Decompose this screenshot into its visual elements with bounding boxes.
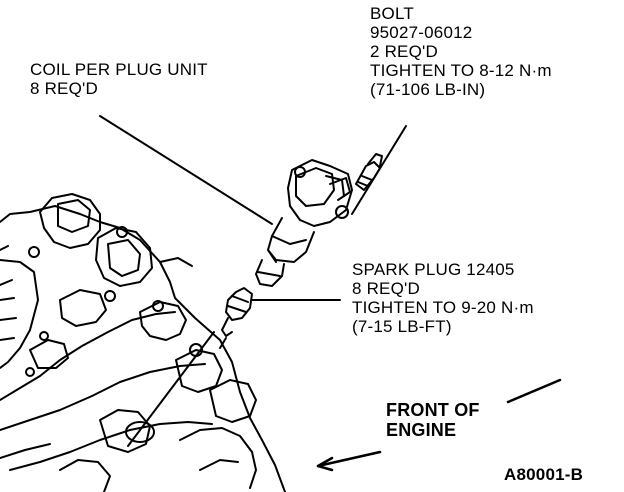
spark-plug-callout: SPARK PLUG 12405 8 REQ'D TIGHTEN TO 9-20…	[352, 260, 534, 336]
bolt-callout: BOLT 95027-06012 2 REQ'D TIGHTEN TO 8-12…	[370, 4, 552, 99]
figure-code-label: A80001-B	[504, 465, 584, 484]
spark-plug-name-label: SPARK PLUG 12405	[352, 260, 515, 279]
spark-plug-part	[219, 287, 253, 349]
coil-name-label: COIL PER PLUG UNIT	[30, 60, 208, 79]
bolt-torque-label: TIGHTEN TO 8-12 N·m	[370, 61, 552, 80]
spark-plug-qty-label: 8 REQ'D	[352, 279, 420, 298]
spark-plug-torque-label: TIGHTEN TO 9-20 N·m	[352, 298, 534, 317]
spark-plug-torque-alt-label: (7-15 LB-FT)	[352, 317, 452, 336]
coil-callout: COIL PER PLUG UNIT 8 REQ'D	[30, 60, 208, 98]
bolt-qty-label: 2 REQ'D	[370, 42, 438, 61]
cylinder-head	[0, 193, 286, 492]
coil-qty-label: 8 REQ'D	[30, 79, 98, 98]
front-of-engine-callout: FRONT OF ENGINE	[386, 400, 480, 440]
bolt-name-label: BOLT	[370, 4, 414, 23]
coil-unit	[255, 159, 353, 287]
bolt-part	[355, 153, 383, 191]
front-line2-label: ENGINE	[386, 420, 457, 440]
front-arrow	[316, 378, 562, 472]
bolt-part-label: 95027-06012	[370, 23, 473, 42]
front-line1-label: FRONT OF	[386, 400, 480, 420]
bolt-torque-alt-label: (71-106 LB-IN)	[370, 80, 486, 99]
